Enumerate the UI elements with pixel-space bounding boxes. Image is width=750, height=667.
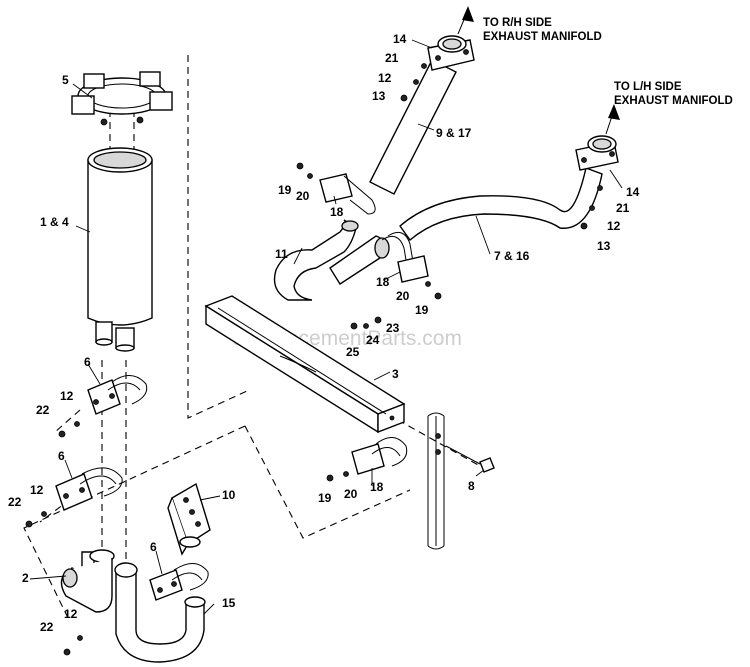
label-u-clamp-upper-left: 6 <box>84 355 91 369</box>
leader-lines <box>29 39 623 615</box>
label-washer-20-mid: 20 <box>396 289 410 303</box>
lh-note-line2: EXHAUST MANIFOLD <box>614 95 733 107</box>
label-elbow-11: 11 <box>275 247 288 261</box>
label-muffler-clamp: 5 <box>62 73 69 87</box>
lh-arrow-icon <box>608 104 620 120</box>
label-washer-20-top: 20 <box>296 189 310 203</box>
label-washer-12-a: 12 <box>60 389 74 403</box>
rh-note-line2: EXHAUST MANIFOLD <box>483 31 602 43</box>
frame-rail <box>427 412 445 550</box>
label-rh-flange-14: 14 <box>393 32 407 46</box>
elbow-11 <box>273 219 390 301</box>
rh-note-line1: TO R/H SIDE <box>483 17 552 29</box>
label-u-clamp-18-top: 18 <box>330 205 344 219</box>
label-pipe-15: 15 <box>222 596 236 610</box>
label-u-clamp-middle-left: 6 <box>58 449 65 463</box>
j-pipe <box>114 562 206 663</box>
label-bolt-19-low: 19 <box>318 491 332 505</box>
lh-exhaust-pipe <box>399 104 620 242</box>
label-lh-21: 21 <box>616 201 630 215</box>
u-clamp-middle-left <box>55 467 123 511</box>
label-nut-25: 25 <box>346 345 360 359</box>
label-u-clamp-lower: 6 <box>150 540 157 554</box>
label-lh-12: 12 <box>607 219 621 233</box>
muffler <box>87 147 153 352</box>
label-rh-pipe: 9 & 17 <box>436 126 472 140</box>
bolt-8 <box>445 445 495 473</box>
label-bolt-19-mid: 19 <box>415 303 429 317</box>
u-clamp-low <box>326 437 408 482</box>
label-lh-pipe: 7 & 16 <box>494 249 530 263</box>
label-crossmember-3: 3 <box>392 367 399 381</box>
label-washer-20-low: 20 <box>344 487 358 501</box>
label-bolt-19-top: 19 <box>278 183 292 197</box>
label-bolt-22-b: 22 <box>8 495 22 509</box>
label-bolt-23: 23 <box>386 321 400 335</box>
label-rh-12: 12 <box>378 71 392 85</box>
label-washer-12-c: 12 <box>64 607 78 621</box>
bracket <box>167 482 211 556</box>
u-clamp-lower <box>149 563 209 601</box>
label-washer-24: 24 <box>366 333 380 347</box>
hardware-23-24-25 <box>350 316 382 330</box>
label-u-clamp-18-low: 18 <box>370 480 384 494</box>
label-elbow-2: 2 <box>22 571 29 585</box>
callout-labels: 5 1 & 4 6 6 6 22 12 22 12 22 12 2 15 10 … <box>8 32 640 634</box>
rh-exhaust-pipe <box>369 6 475 195</box>
label-lh-flange-14: 14 <box>626 185 640 199</box>
label-bolt-8: 8 <box>468 479 475 493</box>
label-bracket-10: 10 <box>222 488 236 502</box>
u-clamp-top <box>296 162 376 215</box>
label-bolt-22-a: 22 <box>36 403 50 417</box>
crossmember <box>204 295 406 434</box>
lh-note-line1: TO L/H SIDE <box>614 81 682 93</box>
assembly-dashed-lines <box>23 55 481 623</box>
label-muffler: 1 & 4 <box>40 215 69 229</box>
u-clamp-upper-left <box>87 375 148 415</box>
label-lh-13: 13 <box>597 239 611 253</box>
left-hardware <box>25 421 83 656</box>
label-washer-12-b: 12 <box>30 483 44 497</box>
label-rh-13: 13 <box>372 89 386 103</box>
label-bolt-22-c: 22 <box>40 620 54 634</box>
label-rh-21: 21 <box>385 51 399 65</box>
muffler-clamp <box>71 71 173 126</box>
elbow-pipe <box>60 549 115 613</box>
u-clamp-mid <box>381 231 442 300</box>
label-u-clamp-18-mid: 18 <box>376 275 390 289</box>
flange-hardware <box>400 63 603 230</box>
